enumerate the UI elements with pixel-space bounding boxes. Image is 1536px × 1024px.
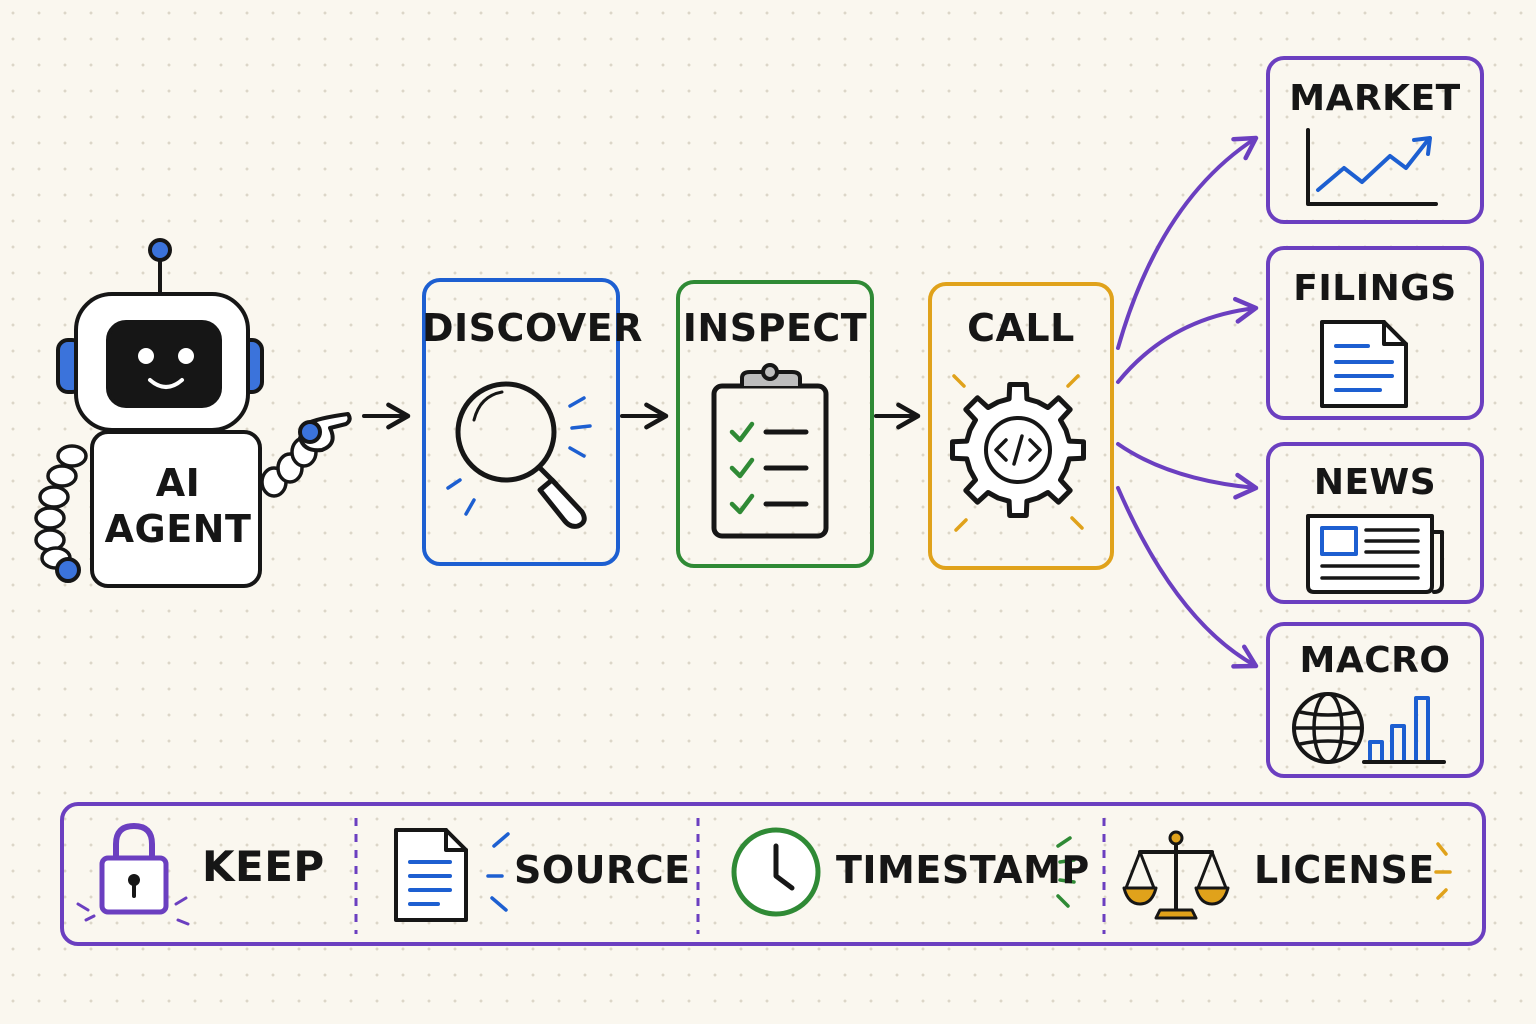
source-market-box: [1266, 56, 1484, 224]
agent-label: AI AGENT: [92, 460, 264, 552]
call-to-macro-arrow: [1116, 486, 1259, 669]
scales-icon: [1122, 830, 1452, 920]
call-to-filings-arrow: [1116, 296, 1259, 384]
source-filings-box: [1266, 246, 1484, 420]
step-inspect-label: INSPECT: [682, 306, 868, 350]
source-macro-label: MACRO: [1299, 640, 1451, 681]
source-label: SOURCE: [514, 848, 691, 892]
source-filings-label: FILINGS: [1293, 268, 1457, 309]
agent-label-line1: AI: [155, 461, 201, 505]
line-chart-icon: [1306, 128, 1438, 206]
keep-bar: [60, 802, 1486, 946]
step-discover-box: [422, 278, 620, 566]
call-to-news-arrow: [1116, 442, 1259, 500]
call-to-market-arrow: [1116, 135, 1259, 350]
step-inspect-box: [676, 280, 874, 568]
source-market-label: MARKET: [1289, 78, 1461, 119]
gear-code-icon: [950, 374, 1086, 532]
license-label: LICENSE: [1254, 848, 1435, 892]
magnifier-icon: [446, 381, 592, 529]
padlock-icon: [76, 823, 190, 926]
step-call-label: CALL: [967, 306, 1075, 350]
agent-label-line2: AGENT: [104, 507, 252, 551]
step-discover-label: DISCOVER: [422, 306, 643, 350]
fanout-arrows: [1116, 135, 1259, 669]
clipboard-checklist-icon: [711, 363, 829, 539]
source-news-label: NEWS: [1313, 462, 1437, 503]
keep-label: KEEP: [202, 842, 325, 891]
timestamp-label: TIMESTAMP: [836, 848, 1090, 892]
newspaper-icon: [1306, 514, 1444, 594]
source-macro-box: [1266, 622, 1484, 778]
source-news-box: [1266, 442, 1484, 604]
robot-icon: [34, 238, 352, 588]
globe-bar-chart-icon: [1292, 692, 1446, 764]
source-document-icon: [394, 828, 510, 922]
clock-icon: [731, 827, 1076, 917]
step-call-box: [928, 282, 1114, 570]
document-icon: [1320, 320, 1408, 408]
